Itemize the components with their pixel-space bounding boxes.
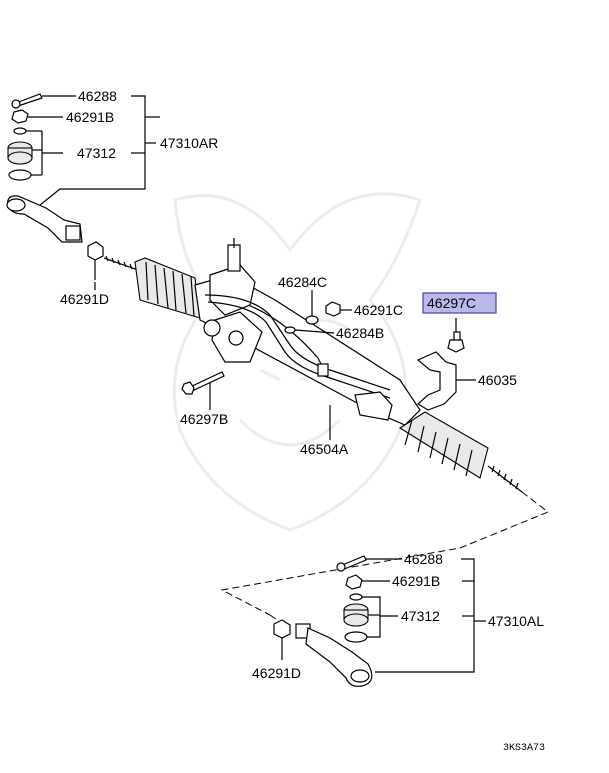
clip-ring-bottom[interactable] [344,631,368,643]
part-label-46297c[interactable]: 46297C [427,295,476,311]
part-label-47310al[interactable]: 47310AL [488,613,544,629]
nut-46291d-top[interactable] [87,241,104,280]
seal-ring-bottom[interactable] [349,593,363,601]
part-label-46284b[interactable]: 46284B [336,325,384,341]
clamp-bracket-46035[interactable] [416,351,457,411]
part-label-47312-top[interactable]: 47312 [77,145,116,161]
cotter-pin-top[interactable] [11,93,43,109]
dashed-guide-lines [220,491,549,623]
part-label-46291b-bottom[interactable]: 46291B [392,573,440,589]
part-label-46288-top[interactable]: 46288 [78,88,117,104]
bolt-46297c[interactable] [447,331,465,353]
nut-46291d-bottom[interactable] [273,619,291,639]
steering-rack-assembly[interactable] [103,238,523,493]
bolt-46297b[interactable] [181,371,225,395]
tie-rod-end-left[interactable] [6,195,83,243]
seal-ring-top[interactable] [13,127,27,135]
castle-nut-bottom[interactable] [345,574,363,590]
part-label-46291d-bottom[interactable]: 46291D [252,665,301,681]
washer-46284b[interactable] [284,326,296,334]
part-label-46288-bottom[interactable]: 46288 [404,551,443,567]
leader-lines-rack [94,282,476,440]
part-label-46297b[interactable]: 46297B [180,411,228,427]
selected-part-highlight [422,292,497,314]
part-label-46291c[interactable]: 46291C [354,302,403,318]
castle-nut-top[interactable] [11,109,29,124]
clip-ring-top[interactable] [8,169,32,181]
dust-boot-bottom[interactable] [343,603,369,627]
part-label-46504a[interactable]: 46504A [300,441,349,457]
part-label-46035[interactable]: 46035 [478,372,517,388]
nut-46291c[interactable] [325,301,341,317]
diagram-code: 3KS3A73 [503,743,545,754]
cotter-pin-bottom[interactable] [336,555,367,572]
part-label-47312-bottom[interactable]: 47312 [401,608,440,624]
part-label-46291b-top[interactable]: 46291B [66,109,114,125]
nut-46284c[interactable] [305,315,319,325]
dust-boot-top[interactable] [7,141,33,165]
part-label-46284c[interactable]: 46284C [278,274,327,290]
tie-rod-end-right[interactable] [295,623,373,687]
leader-lines-top-left [26,95,160,206]
leader-lines-bottom [281,558,486,673]
part-label-46291d-top[interactable]: 46291D [60,291,109,307]
part-label-47310ar[interactable]: 47310AR [160,135,218,151]
